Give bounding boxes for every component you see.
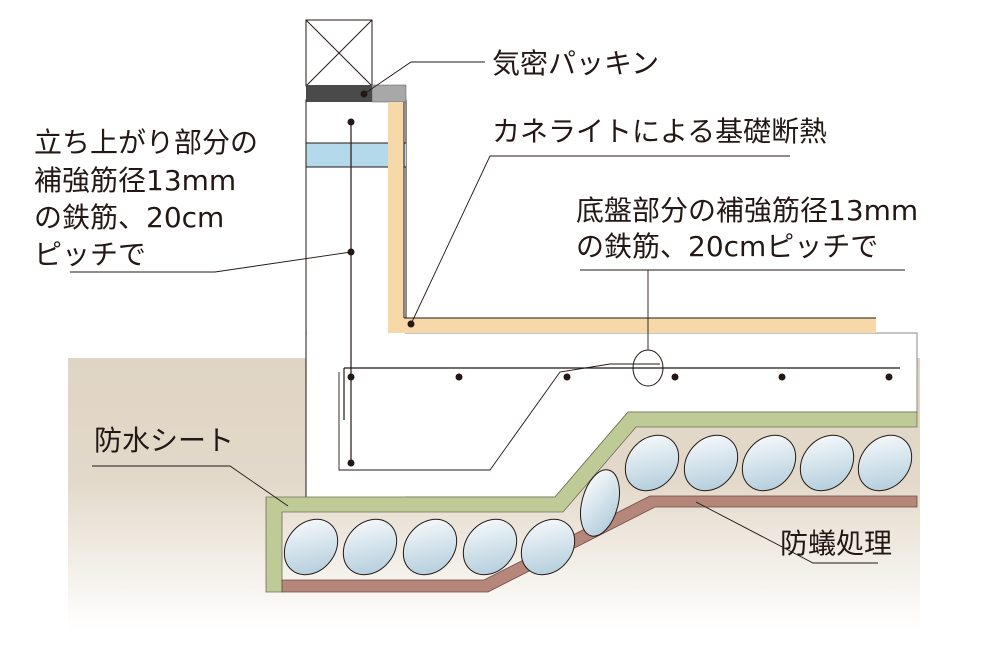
airtight-packing [306,85,372,102]
label-slab-rebar-line1: 底盤部分の補強筋径13mm [576,194,918,227]
label-insulation: カネライトによる基礎断熱 [492,115,827,148]
label-airtight-packing: 気密パッキン [492,47,659,80]
label-wall-rebar-line3: の鉄筋、20cm [34,201,224,234]
label-termite-treatment: 防蟻処理 [780,527,892,560]
label-wall-rebar-line2: 補強筋径13mm [34,164,236,197]
label-waterproof-sheet: 防水シート [94,424,234,457]
label-wall-rebar-line4: ピッチで [34,238,146,271]
label-wall-rebar-line1: 立ち上がり部分の [34,126,258,159]
gravel-stones [283,434,913,576]
leader-lines [70,61,905,564]
waterproof-sheet [265,411,918,593]
label-slab-rebar-line2: の鉄筋、20cmピッチで [576,230,878,263]
